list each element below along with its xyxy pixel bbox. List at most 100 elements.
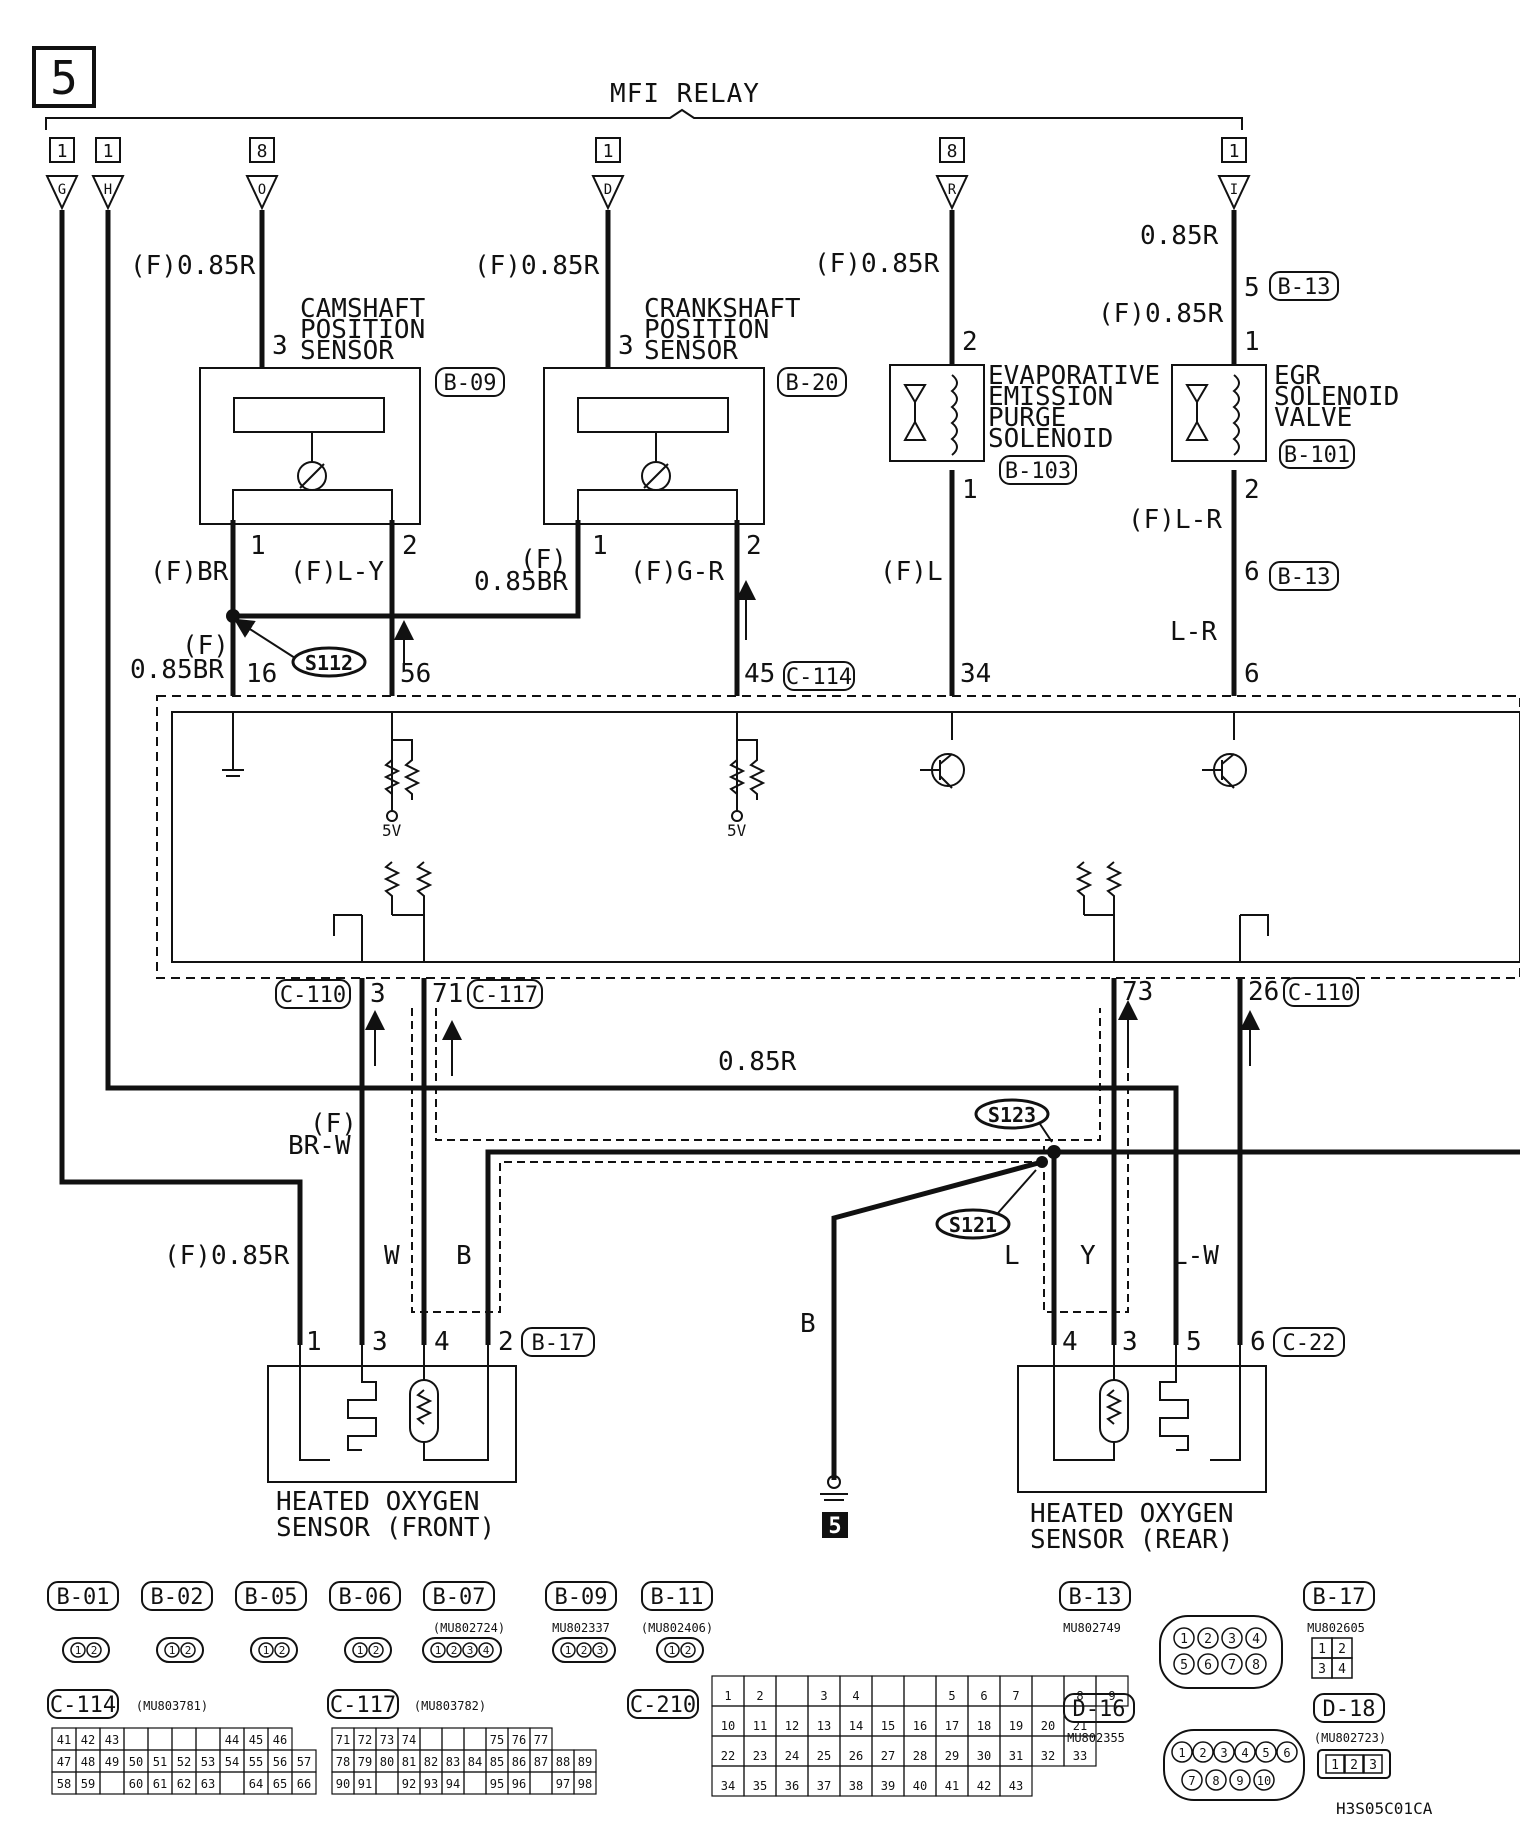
legend-c114-box bbox=[47, 1689, 119, 1719]
legend-c210-pin-2: 2 bbox=[756, 1689, 763, 1703]
legend-shell bbox=[156, 1637, 204, 1663]
legend-c117-cell bbox=[529, 1771, 553, 1795]
legend-pin-circle bbox=[258, 1642, 274, 1658]
legend-c210-pin-15: 15 bbox=[881, 1719, 895, 1733]
drawing-code: H3S05C01CA bbox=[1336, 1799, 1433, 1818]
legend-pin-num: 3 bbox=[597, 1644, 604, 1657]
relay-triangle bbox=[45, 175, 79, 211]
legend-pin-num: 1 bbox=[435, 1644, 442, 1657]
legend-c117-pin-72: 72 bbox=[358, 1733, 372, 1747]
legend-c117-pin-91: 91 bbox=[358, 1777, 372, 1791]
splice-s112: S112 bbox=[305, 651, 353, 675]
legend-b-07-label: B-07 bbox=[433, 1585, 486, 1610]
legend-c117-pin-97: 97 bbox=[556, 1777, 570, 1791]
legend-c117-pin-83: 83 bbox=[446, 1755, 460, 1769]
ecm-pin-34: 34 bbox=[960, 659, 991, 689]
legend-c117-pin-74: 74 bbox=[402, 1733, 416, 1747]
ecm-5v-1: 5V bbox=[382, 821, 402, 840]
legend-c114-pin-50: 50 bbox=[129, 1755, 143, 1769]
o2-sensor-front: 1 3 4 2 B-17 HEATED OXYGEN SENSOR (FRONT… bbox=[267, 1327, 595, 1543]
legend-c114-pin-42: 42 bbox=[81, 1733, 95, 1747]
camshaft-name-2: POSITION bbox=[300, 315, 425, 345]
camshaft-name-3: SENSOR bbox=[300, 336, 394, 366]
legend-d16-pin-8: 8 bbox=[1212, 1774, 1219, 1788]
relay-pin-D: D bbox=[604, 182, 612, 198]
legend-d16-pin-2: 2 bbox=[1199, 1746, 1206, 1760]
legend-c210-pin-43: 43 bbox=[1009, 1779, 1023, 1793]
legend-d18-shell bbox=[1317, 1749, 1391, 1779]
legend-pin-circle bbox=[462, 1642, 478, 1658]
legend-b-06-label: B-06 bbox=[339, 1585, 392, 1610]
legend-c117-pin-73: 73 bbox=[380, 1733, 394, 1747]
legend-pin-num: 2 bbox=[451, 1644, 458, 1657]
legend-pin-circle bbox=[86, 1642, 102, 1658]
legend-b13-pin-8: 8 bbox=[1252, 1658, 1260, 1673]
wire-heater-feed: 0.85R bbox=[718, 1047, 797, 1077]
legend-c210-pin-26: 26 bbox=[849, 1749, 863, 1763]
legend-pin-circle bbox=[164, 1642, 180, 1658]
legend-pin-circle bbox=[680, 1642, 696, 1658]
b13-label-top: B-13 bbox=[1278, 275, 1331, 300]
legend-c117-part: (MU803782) bbox=[414, 1699, 486, 1713]
legend-d16-pin-1: 1 bbox=[1178, 1746, 1185, 1760]
legend-c114-cell bbox=[219, 1771, 245, 1795]
legend-c117-pin-98: 98 bbox=[578, 1777, 592, 1791]
ecm-pin-45: 45 bbox=[744, 659, 775, 689]
o2-rear-connector: C-22 bbox=[1283, 1331, 1336, 1356]
crankshaft-name-2: POSITION bbox=[644, 315, 769, 345]
legend-d16-pin-3: 3 bbox=[1220, 1746, 1227, 1760]
legend-c210-pin-1: 1 bbox=[724, 1689, 731, 1703]
legend-b-11-box bbox=[641, 1581, 713, 1611]
legend-b-09-label: B-09 bbox=[555, 1585, 608, 1610]
legend-pin-num: 1 bbox=[565, 1644, 572, 1657]
legend-b13-box bbox=[1059, 1581, 1131, 1611]
relay-pin-I: I bbox=[1230, 182, 1238, 198]
legend-pin-num: 3 bbox=[467, 1644, 474, 1657]
relay-ref-box bbox=[1221, 137, 1247, 163]
legend-shell bbox=[62, 1637, 110, 1663]
wire-evap-out: (F)L bbox=[880, 557, 943, 587]
legend-c117-pin-84: 84 bbox=[468, 1755, 482, 1769]
legend-c117-cell bbox=[573, 1771, 597, 1795]
legend-d18-cell bbox=[1363, 1754, 1383, 1774]
legend-b13-label: B-13 bbox=[1069, 1585, 1122, 1610]
relay-ref-1: 1 bbox=[1229, 141, 1240, 162]
relay-ref-box bbox=[249, 137, 275, 163]
legend-b13-part: MU802749 bbox=[1063, 1621, 1121, 1635]
page-number-box: 5 bbox=[32, 46, 96, 108]
ecm-pin-16: 16 bbox=[246, 659, 277, 689]
legend-c114-part: (MU803781) bbox=[136, 1699, 208, 1713]
relay-pin-O: O bbox=[258, 182, 266, 198]
legend-d16-pin bbox=[1181, 1769, 1203, 1791]
camshaft-name-1: CAMSHAFT bbox=[300, 294, 426, 324]
legend-c117-pin-77: 77 bbox=[534, 1733, 548, 1747]
legend-d16-shell bbox=[1163, 1729, 1305, 1801]
legend-pin-num: 2 bbox=[685, 1644, 692, 1657]
relay-triangle bbox=[591, 175, 625, 211]
legend-c210-pin-38: 38 bbox=[849, 1779, 863, 1793]
legend-shell bbox=[422, 1637, 502, 1663]
legend-b-01-label: B-01 bbox=[57, 1585, 110, 1610]
o2-front-pin-2: 2 bbox=[498, 1327, 514, 1357]
legend-part-b-11: (MU802406) bbox=[641, 1621, 713, 1635]
legend-d18-box bbox=[1313, 1693, 1385, 1723]
legend-c210-pin-40: 40 bbox=[913, 1779, 927, 1793]
legend-b13-shell bbox=[1159, 1615, 1283, 1689]
legend-part-b-07: (MU802724) bbox=[433, 1621, 505, 1635]
legend-c114-pin-53: 53 bbox=[201, 1755, 215, 1769]
crankshaft-sensor: CRANKSHAFT POSITION SENSOR 3 1 2 B-20 bbox=[543, 294, 847, 561]
legend-c114-pin-66: 66 bbox=[297, 1777, 311, 1791]
relay-triangle bbox=[91, 175, 125, 211]
legend-b17-pin-3: 3 bbox=[1318, 1662, 1326, 1677]
legend-c114-pin-54: 54 bbox=[225, 1755, 239, 1769]
legend-c117-pin-94: 94 bbox=[446, 1777, 460, 1791]
wire-crank-supply: (F)0.85R bbox=[474, 251, 600, 281]
wire-labels: (F)0.85R (F)0.85R (F)0.85R 0.85R (F)0.85… bbox=[130, 221, 1224, 1339]
relay-ref-box bbox=[49, 137, 75, 163]
legend-b13-pin-1: 1 bbox=[1180, 1632, 1188, 1647]
legend-c210-label: C-210 bbox=[630, 1693, 696, 1718]
legend-c117-cell bbox=[375, 1771, 399, 1795]
legend-c210-cell bbox=[1063, 1735, 1097, 1767]
legend-pin-num: 2 bbox=[581, 1644, 588, 1657]
legend-c117-cell bbox=[419, 1727, 443, 1751]
